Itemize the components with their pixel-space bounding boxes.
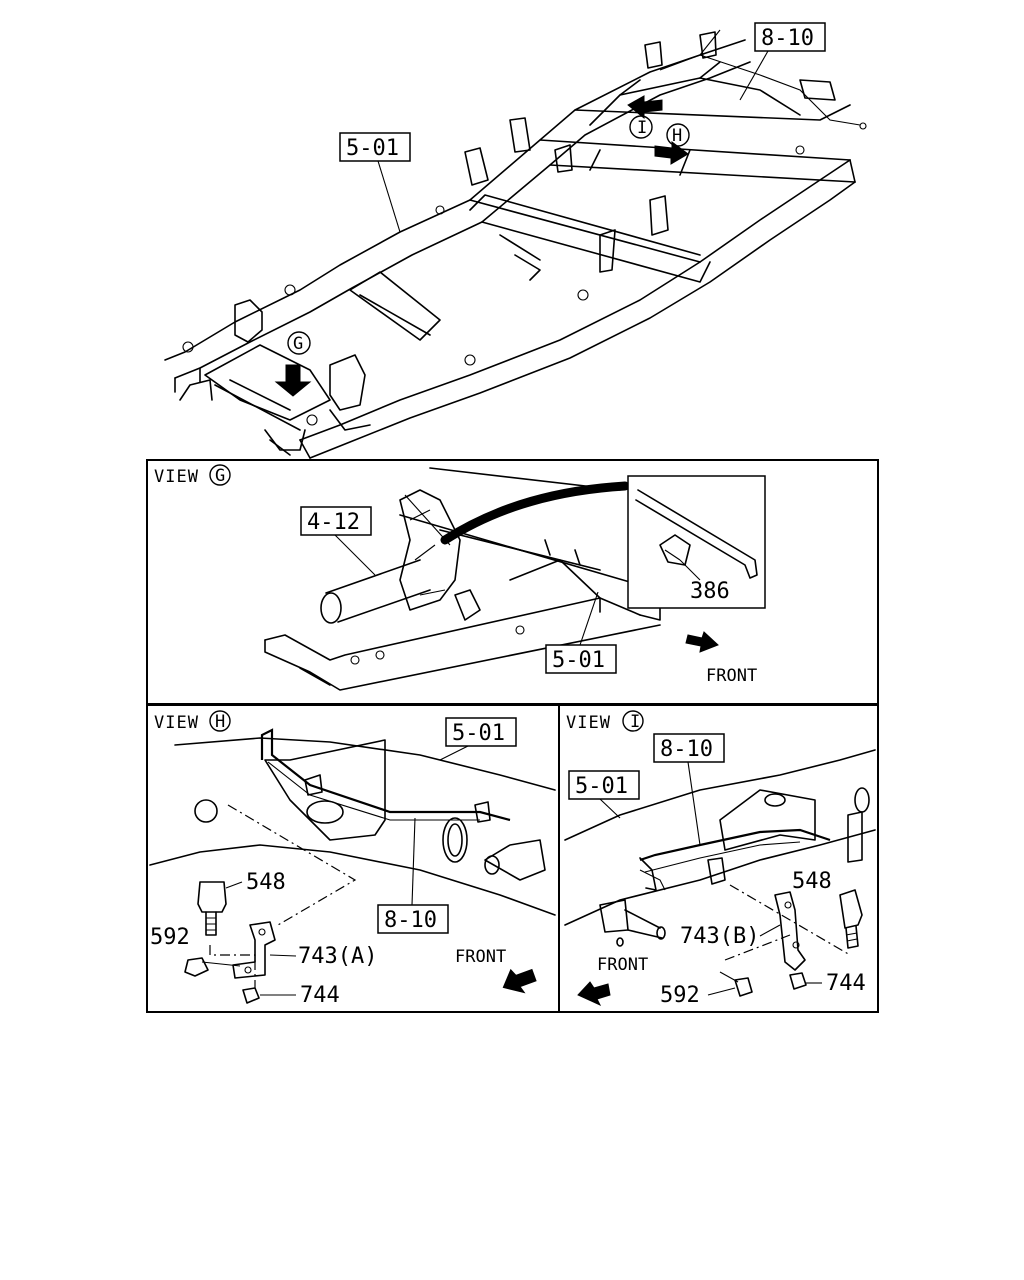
callout-label: 5-01 bbox=[346, 136, 399, 161]
marker-letter: I bbox=[637, 118, 647, 138]
harness-drawing-i bbox=[639, 828, 831, 891]
callout-label: 548 bbox=[792, 869, 832, 894]
parts-exploded-h bbox=[184, 804, 357, 1004]
callout-label: 8-10 bbox=[761, 26, 814, 51]
callout-744-i: 744 bbox=[806, 971, 866, 996]
callout-744-h: 744 bbox=[260, 983, 340, 1008]
front-indicator-h: FRONT bbox=[455, 947, 537, 994]
front-arrow-icon bbox=[502, 968, 537, 994]
view-arrow-i bbox=[627, 95, 663, 120]
callout-548-h: 548 bbox=[225, 870, 286, 895]
callout-label: 4-12 bbox=[307, 510, 360, 535]
callout-743a: 743(A) bbox=[269, 944, 377, 969]
callout-label: 743(B) bbox=[680, 924, 759, 949]
front-label: FRONT bbox=[597, 955, 648, 975]
frame-rail-drawing-h bbox=[149, 737, 556, 916]
callout-label: 743(A) bbox=[298, 944, 377, 969]
callout-label: 5-01 bbox=[575, 774, 628, 799]
panel-title: VIEW bbox=[154, 713, 199, 733]
front-indicator-g: FRONT bbox=[685, 631, 757, 686]
panel-marker: I bbox=[630, 712, 640, 732]
view-marker-i: I bbox=[627, 95, 663, 139]
detail-box-clip bbox=[627, 475, 766, 609]
callout-label: 5-01 bbox=[452, 721, 505, 746]
view-marker-g: G bbox=[274, 331, 312, 397]
callout-8-10-h: 8-10 bbox=[377, 817, 449, 934]
exhaust-pipe-drawing bbox=[320, 489, 481, 624]
front-indicator-i: FRONT bbox=[577, 955, 648, 1007]
callout-label: 8-10 bbox=[660, 737, 713, 762]
panel-view-h: VIEW H bbox=[146, 704, 560, 1013]
callout-8-10-i: 8-10 bbox=[653, 733, 725, 846]
callout-label: 8-10 bbox=[384, 908, 437, 933]
panel-view-i: VIEW I bbox=[558, 704, 879, 1013]
harness-drawing-h bbox=[260, 728, 511, 823]
callout-5-01-i: 5-01 bbox=[568, 770, 640, 819]
callout-743b: 743(B) bbox=[680, 924, 781, 949]
callout-label: 548 bbox=[246, 870, 286, 895]
front-arrow-icon bbox=[577, 981, 611, 1007]
callout-label: 5-01 bbox=[552, 648, 605, 673]
callout-label: 592 bbox=[660, 983, 700, 1008]
panel-marker: G bbox=[215, 466, 225, 486]
callout-592-h: 592 bbox=[150, 925, 190, 950]
marker-letter: H bbox=[672, 126, 682, 146]
frame-rail-drawing bbox=[264, 467, 661, 691]
panel-title: VIEW bbox=[566, 713, 611, 733]
view-marker-h: H bbox=[654, 123, 690, 165]
parts-exploded-i bbox=[719, 884, 863, 997]
callout-5-01-h: 5-01 bbox=[439, 717, 517, 761]
callout-4-12: 4-12 bbox=[300, 506, 376, 576]
panel-title: VIEW bbox=[154, 467, 199, 487]
callout-8-10-overview: 8-10 bbox=[739, 22, 826, 101]
callout-label: 744 bbox=[826, 971, 866, 996]
view-arrow-h bbox=[654, 141, 689, 165]
callout-label: 744 bbox=[300, 983, 340, 1008]
callout-5-01-overview: 5-01 bbox=[339, 132, 411, 233]
panel-view-g: VIEW G bbox=[146, 459, 879, 705]
chassis-frame-overview bbox=[164, 29, 867, 459]
front-label: FRONT bbox=[706, 666, 757, 686]
callout-386: 386 bbox=[679, 559, 730, 604]
callout-5-01-g: 5-01 bbox=[545, 591, 617, 674]
frame-rail-drawing-i bbox=[564, 749, 876, 947]
panel-marker: H bbox=[215, 712, 225, 732]
marker-letter: G bbox=[293, 334, 303, 354]
callout-label: 386 bbox=[690, 579, 730, 604]
front-label: FRONT bbox=[455, 947, 506, 967]
callout-548-i: 548 bbox=[792, 869, 832, 894]
view-arrow-g bbox=[274, 364, 312, 397]
callout-592-i: 592 bbox=[660, 983, 736, 1008]
front-arrow-icon bbox=[685, 631, 719, 653]
callout-label: 592 bbox=[150, 925, 190, 950]
